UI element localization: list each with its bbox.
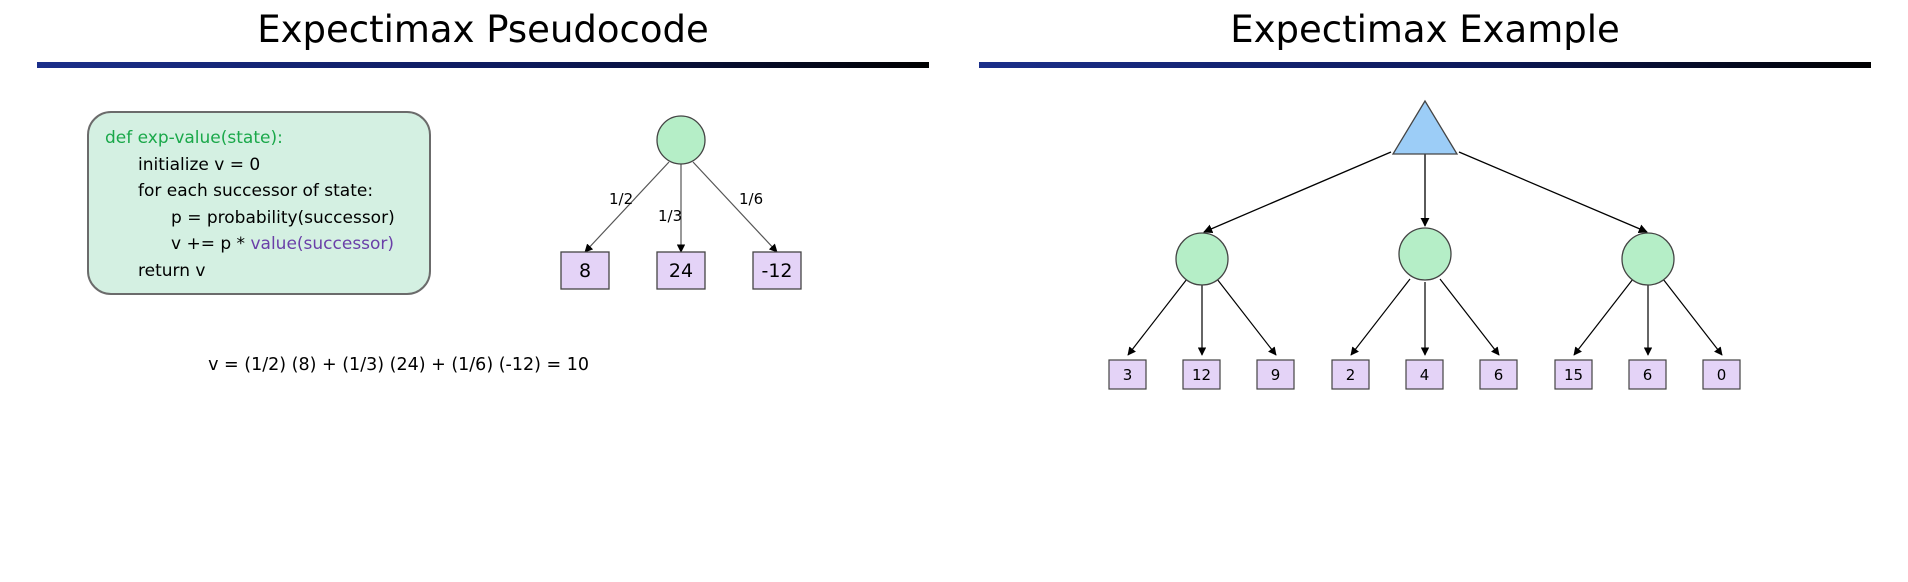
edge-c3-leaf-1	[1573, 278, 1634, 356]
leaf-value-8: 6	[1643, 366, 1653, 384]
chance-node-3	[1621, 232, 1675, 286]
leaf-value-9: 0	[1717, 366, 1727, 384]
leaf-value-7: 15	[1564, 366, 1583, 384]
code-line-prob: p = probability(successor)	[171, 207, 395, 228]
leaf-node-4	[1331, 359, 1370, 390]
code-line-accumulate: v += p * value(successor)	[105, 231, 413, 258]
edge-c3-leaf-3	[1662, 278, 1723, 356]
slide-title: Expectimax Pseudocode	[257, 8, 709, 51]
edge-c2-leaf-1	[1350, 278, 1411, 356]
expectation-formula: v = (1/2) (8) + (1/3) (24) + (1/6) (-12)…	[208, 355, 589, 375]
leaf-node-1	[560, 251, 610, 290]
leaf-value-3: -12	[761, 260, 792, 282]
edge-label-1: 1/2	[609, 190, 633, 208]
max-node	[1391, 99, 1459, 155]
leaf-value-6: 6	[1494, 366, 1504, 384]
edge-label-3: 1/6	[739, 190, 763, 208]
leaf-node-2	[1182, 359, 1221, 390]
leaf-node-3	[752, 251, 802, 290]
edge-c1-leaf-1	[1127, 278, 1188, 356]
chance-node	[656, 115, 706, 165]
slide-expectimax-example: Expectimax Example	[979, 0, 1871, 582]
edge-c1-leaf-3	[1216, 278, 1277, 356]
leaf-node-7	[1554, 359, 1593, 390]
slide-title: Expectimax Example	[1230, 8, 1620, 51]
code-accumulate-prefix: v += p *	[171, 234, 251, 254]
code-line-init: initialize v = 0	[138, 154, 261, 175]
leaf-node-8	[1628, 359, 1667, 390]
title-rule	[37, 62, 929, 68]
leaf-node-2	[656, 251, 706, 290]
leaf-node-3	[1256, 359, 1295, 390]
code-line-def: def exp-value(state):	[105, 128, 283, 148]
expectimax-tree-diagram: 3 12 9 2 4 6 15 6 0	[1108, 99, 1741, 390]
edge-1	[584, 161, 670, 253]
leaf-value-5: 4	[1420, 366, 1430, 384]
edge-label-2: 1/3	[658, 207, 682, 225]
leaf-value-1: 8	[579, 260, 591, 282]
leaf-value-1: 3	[1123, 366, 1133, 384]
slide-expectimax-pseudocode: Expectimax Pseudocode def exp-value(stat…	[37, 0, 929, 582]
code-line-for: for each successor of state:	[138, 181, 374, 201]
edge-3	[692, 161, 778, 253]
leaf-value-2: 24	[669, 260, 693, 282]
leaf-value-3: 9	[1271, 366, 1281, 384]
chance-node-2	[1398, 227, 1452, 281]
leaf-node-1	[1108, 359, 1147, 390]
code-line-return: return v	[138, 260, 206, 281]
title-rule	[979, 62, 1871, 68]
leaf-value-2: 12	[1192, 366, 1211, 384]
edge-root-chance-1	[1203, 151, 1392, 233]
leaf-node-6	[1479, 359, 1518, 390]
chance-tree-diagram: 1/2 1/3 1/6 8 24 -12	[560, 115, 802, 290]
edge-c2-leaf-3	[1439, 278, 1500, 356]
leaf-node-9	[1702, 359, 1741, 390]
chance-node-1	[1175, 232, 1229, 286]
pseudocode-box: def exp-value(state): initialize v = 0 f…	[87, 111, 431, 295]
leaf-node-5	[1405, 359, 1444, 390]
edge-root-chance-3	[1458, 151, 1648, 233]
leaf-value-4: 2	[1346, 366, 1356, 384]
code-value-call: value(successor)	[250, 234, 395, 254]
